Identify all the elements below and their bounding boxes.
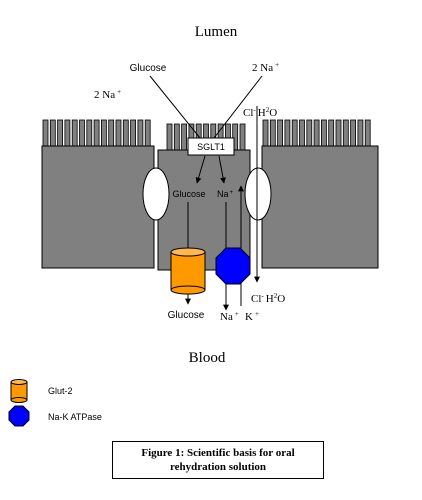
na-top-right-label: 2 Na+ — [252, 61, 279, 74]
lumen-title: Lumen — [195, 24, 238, 40]
microvillus — [239, 123, 246, 152]
blood-title: Blood — [189, 350, 226, 366]
microvilli-left — [42, 119, 151, 148]
left-cell — [41, 119, 155, 269]
microvillus — [64, 119, 71, 148]
microvillus — [320, 119, 327, 148]
microvillus — [306, 119, 313, 148]
microvillus — [357, 119, 364, 148]
microvillus — [335, 119, 342, 148]
microvillus — [291, 119, 298, 148]
microvillus — [277, 119, 284, 148]
microvillus — [364, 119, 371, 148]
sglt1-transporter — [187, 137, 235, 156]
cl-h2o-bottom-label: Cl-H2O — [251, 292, 285, 305]
glucose-inside-label: Glucose — [172, 189, 205, 199]
legend: Glut-2 Na-K ATPase — [8, 379, 102, 427]
glut2-transporter — [170, 247, 206, 295]
microvillus — [144, 119, 151, 148]
microvillus — [269, 119, 276, 148]
microvillus — [49, 119, 56, 148]
microvilli-right — [262, 119, 371, 148]
microvillus — [181, 123, 188, 152]
glucose-top-label: Glucose — [130, 63, 167, 74]
left-paracellular-channel — [142, 167, 170, 221]
microvillus — [115, 119, 122, 148]
microvillus — [101, 119, 107, 148]
legend-glut2-label: Glut-2 — [48, 386, 73, 396]
right-cell-body — [261, 145, 379, 269]
na-entry-arrow — [218, 155, 226, 184]
microvillus — [262, 119, 269, 148]
glut2-icon — [10, 379, 28, 403]
microvillus — [284, 119, 291, 148]
na-k-atpase-icon — [8, 405, 30, 427]
microvillus — [299, 119, 305, 148]
na-bottom-label: Na+ — [220, 310, 239, 323]
left-cell-body — [41, 145, 155, 269]
microvillus — [122, 119, 129, 148]
na-k-atpase-pump — [215, 247, 251, 285]
right-paracellular-channel — [244, 167, 272, 221]
microvillus — [93, 119, 100, 148]
glucose-bottom-label: Glucose — [168, 310, 205, 321]
microvillus — [130, 119, 137, 148]
figure-caption: Figure 1: Scientific basis for oral rehy… — [112, 441, 324, 479]
na-top-left-label: 2 Na+ — [94, 88, 121, 101]
na-to-sglt1-line — [213, 75, 263, 139]
microvillus — [42, 119, 49, 148]
microvillus — [57, 119, 63, 148]
microvillus — [328, 119, 335, 148]
microvillus — [313, 119, 320, 148]
na-inside-label: Na+ — [217, 189, 234, 199]
microvillus — [166, 123, 173, 152]
glucose-entry-arrow — [195, 155, 206, 184]
right-cell — [261, 119, 379, 269]
microvillus — [137, 119, 144, 148]
glucose-to-sglt1-line — [149, 75, 201, 139]
k-bottom-label: K+ — [245, 310, 259, 323]
microvillus — [350, 119, 357, 148]
microvillus — [342, 119, 349, 148]
microvillus — [173, 123, 180, 152]
microvillus — [108, 119, 115, 148]
microvillus — [86, 119, 93, 148]
sglt1-label: SGLT1 — [197, 142, 225, 152]
microvillus — [71, 119, 78, 148]
microvillus — [79, 119, 85, 148]
cl-h2o-top-label: Cl-H2O — [243, 106, 277, 119]
legend-atpase-label: Na-K ATPase — [48, 412, 102, 422]
